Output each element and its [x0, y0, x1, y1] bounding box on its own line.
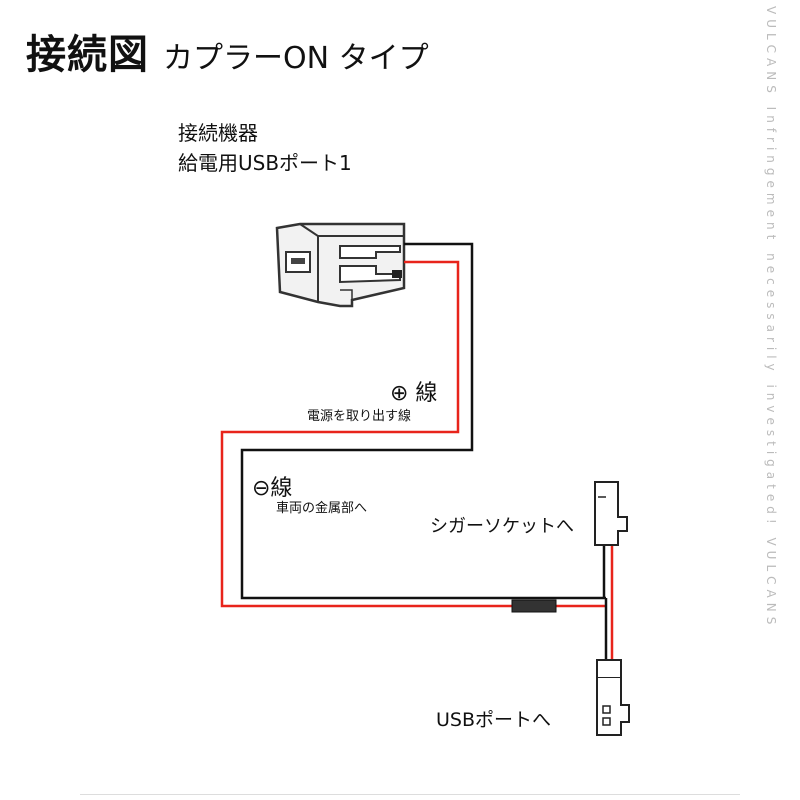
device-label-line1: 接続機器 [178, 121, 258, 145]
plus-wire-description: 電源を取り出す線 [307, 409, 412, 424]
minus-wire-description: 車両の金属部へ [276, 501, 368, 516]
usb-port-device [275, 222, 406, 308]
plus-wire-label: ⊕ 線 [390, 381, 438, 406]
minus-wire [240, 242, 606, 600]
title-sub: カプラーON タイプ [163, 41, 429, 76]
plus-wire [220, 260, 606, 608]
title-main: 接続図 [26, 32, 149, 78]
usb-port-label: USBポートへ [436, 709, 552, 731]
cigar-socket-label: シガーソケットへ [430, 516, 574, 537]
diagram-title: 接続図 カプラーON タイプ [26, 22, 429, 80]
cigar-socket-connector-icon [594, 481, 628, 546]
watermark: VULCANS Infringement necessarily investi… [764, 6, 778, 630]
fuse-icon [511, 599, 557, 613]
device-label-line2: 給電用USBポート1 [178, 151, 352, 175]
minus-wire-label: ⊖線 [252, 476, 293, 501]
bottom-divider [80, 794, 740, 795]
usb-port-connector-icon [596, 659, 630, 736]
device-label: 接続機器 給電用USBポート1 [178, 118, 352, 178]
